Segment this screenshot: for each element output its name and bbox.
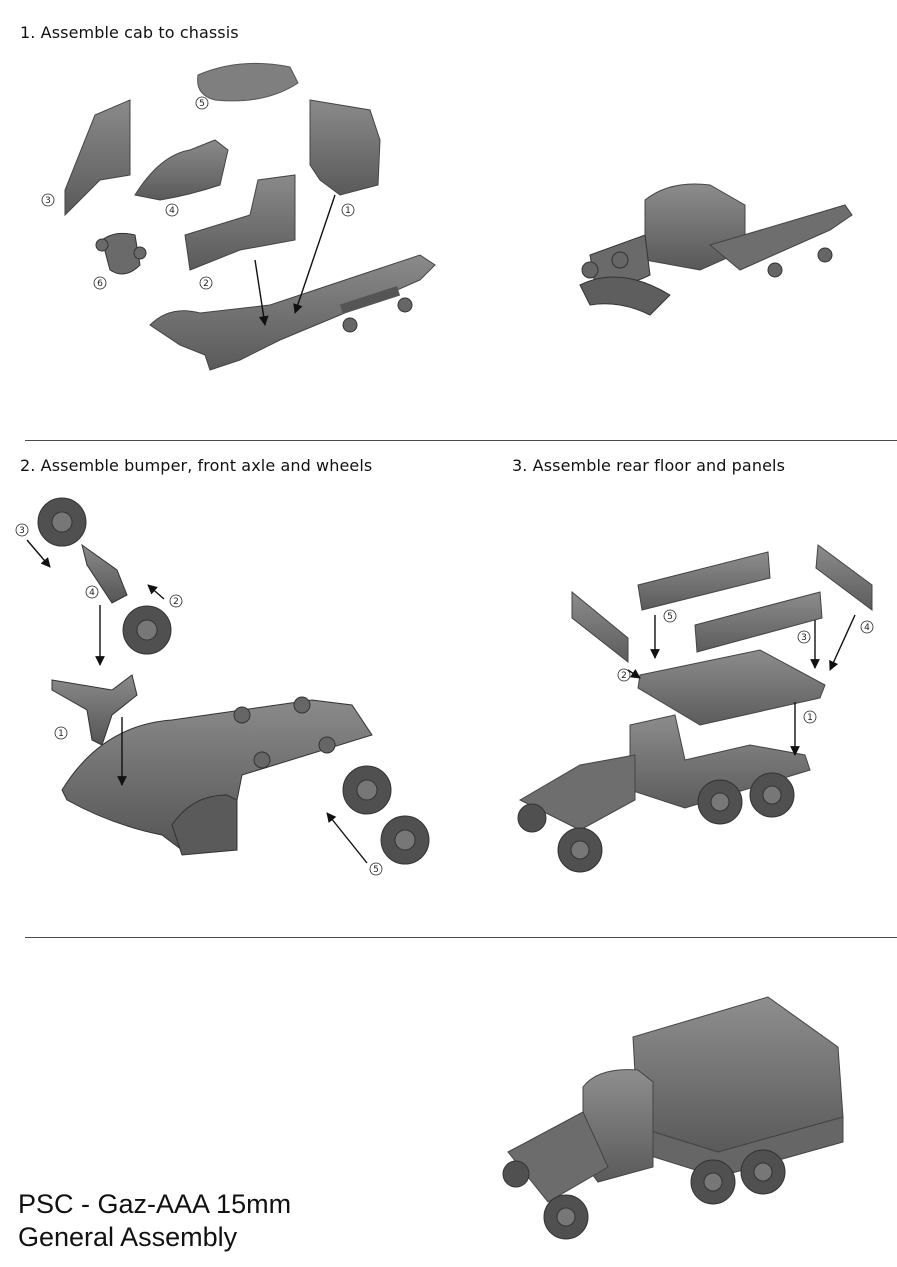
callout-3: 3 <box>801 633 807 643</box>
callout-group-step3: 5 4 3 2 1 <box>617 609 874 724</box>
callout-1: 1 <box>58 729 64 739</box>
callout-2: 2 <box>173 597 179 607</box>
caption: PSC - Gaz-AAA 15mm General Assembly <box>18 1188 291 1254</box>
step-2-title: 2. Assemble bumper, front axle and wheel… <box>20 456 373 475</box>
covered-truck <box>502 996 844 1240</box>
callout-6: 6 <box>97 279 103 289</box>
callout-group-step2: 3 4 2 1 5 <box>15 523 383 876</box>
callout-1: 1 <box>345 206 351 216</box>
callout-group-step1: 5 3 4 1 6 2 <box>41 96 355 290</box>
step-1-title: 1. Assemble cab to chassis <box>20 23 239 42</box>
section-divider-1 <box>25 440 897 441</box>
callout-5: 5 <box>199 99 205 109</box>
exploded-cab-parts: 5 3 4 1 6 2 <box>41 62 436 371</box>
callout-2: 2 <box>203 279 209 289</box>
callout-3: 3 <box>45 196 51 206</box>
callout-4: 4 <box>89 588 95 598</box>
callout-3: 3 <box>19 526 25 536</box>
callout-2: 2 <box>621 671 627 681</box>
callout-5: 5 <box>373 865 379 875</box>
section-divider-2 <box>25 937 897 938</box>
step-3-title: 3. Assemble rear floor and panels <box>512 456 786 475</box>
assembled-cab-chassis <box>579 183 853 316</box>
caption-line-2: General Assembly <box>18 1222 238 1252</box>
front-axle-parts: 3 4 2 1 5 <box>15 497 430 876</box>
callout-4: 4 <box>169 206 175 216</box>
callout-5: 5 <box>667 612 673 622</box>
caption-line-1: PSC - Gaz-AAA 15mm <box>18 1189 292 1219</box>
callout-4: 4 <box>864 623 870 633</box>
callout-1: 1 <box>807 713 813 723</box>
rear-floor-parts: 5 4 3 2 1 <box>517 544 874 873</box>
